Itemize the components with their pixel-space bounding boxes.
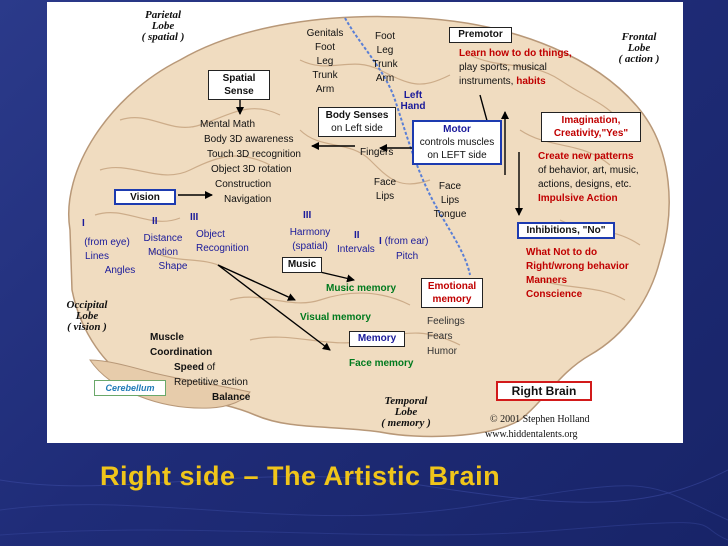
premotor-description: Learn how to do things, play sports, mus… [459, 48, 572, 87]
imagination-box: Imagination,Creativity,"Yes" [541, 112, 641, 142]
fingers-label: Fingers [360, 147, 394, 158]
vision-level-three: III [190, 212, 199, 223]
hearing-level-three-items: Harmony(spatial) [289, 227, 331, 252]
inhibitions-box: Inhibitions, "No" [517, 222, 615, 239]
create-patterns-text: Create new patterns of behavior, art, mu… [538, 151, 639, 204]
brain-outline [68, 15, 670, 438]
hearing-level-one-items: Pitch [396, 251, 419, 262]
vision-level-three-items: Object Recognition [196, 229, 249, 254]
vision-level-one-items: (from eye) Lines Angles [84, 237, 136, 276]
face-memory-label: Face memory [349, 358, 414, 369]
slide-title: Right side – The Artistic Brain [100, 461, 501, 491]
hearing-level-two: II [354, 230, 360, 241]
spatial-functions-list: Mental Math Body 3D awareness Touch 3D r… [200, 119, 301, 205]
memory-box: Memory [349, 331, 405, 347]
cerebellum-box: Cerebellum [94, 380, 166, 396]
cerebellum-shape [89, 359, 251, 409]
vision-level-one: I [82, 218, 85, 229]
premotor-box: Premotor [449, 27, 512, 43]
visual-memory-label: Visual memory [300, 312, 371, 323]
copyright-text: © 2001 Stephen Holland [490, 414, 590, 425]
music-box: Music [282, 257, 322, 273]
hearing-level-one: I (from ear) [379, 236, 429, 247]
hearing-level-two-items: Intervals [337, 244, 375, 255]
website-link[interactable]: www.hiddentalents.org [485, 429, 578, 440]
vision-box: Vision [114, 189, 176, 205]
muscle-coordination-text: Muscle Coordination Speed of Repetitive … [150, 332, 251, 403]
right-brain-box: Right Brain [496, 381, 592, 401]
vision-level-two: II [152, 216, 158, 227]
inhibitions-list: What Not to do Right/wrong behavior Mann… [526, 247, 629, 300]
hearing-level-three: III [303, 210, 312, 221]
decorative-lines [0, 469, 728, 541]
music-memory-label: Music memory [326, 283, 397, 294]
vision-level-two-items: Distance Motion Shape [143, 233, 188, 272]
